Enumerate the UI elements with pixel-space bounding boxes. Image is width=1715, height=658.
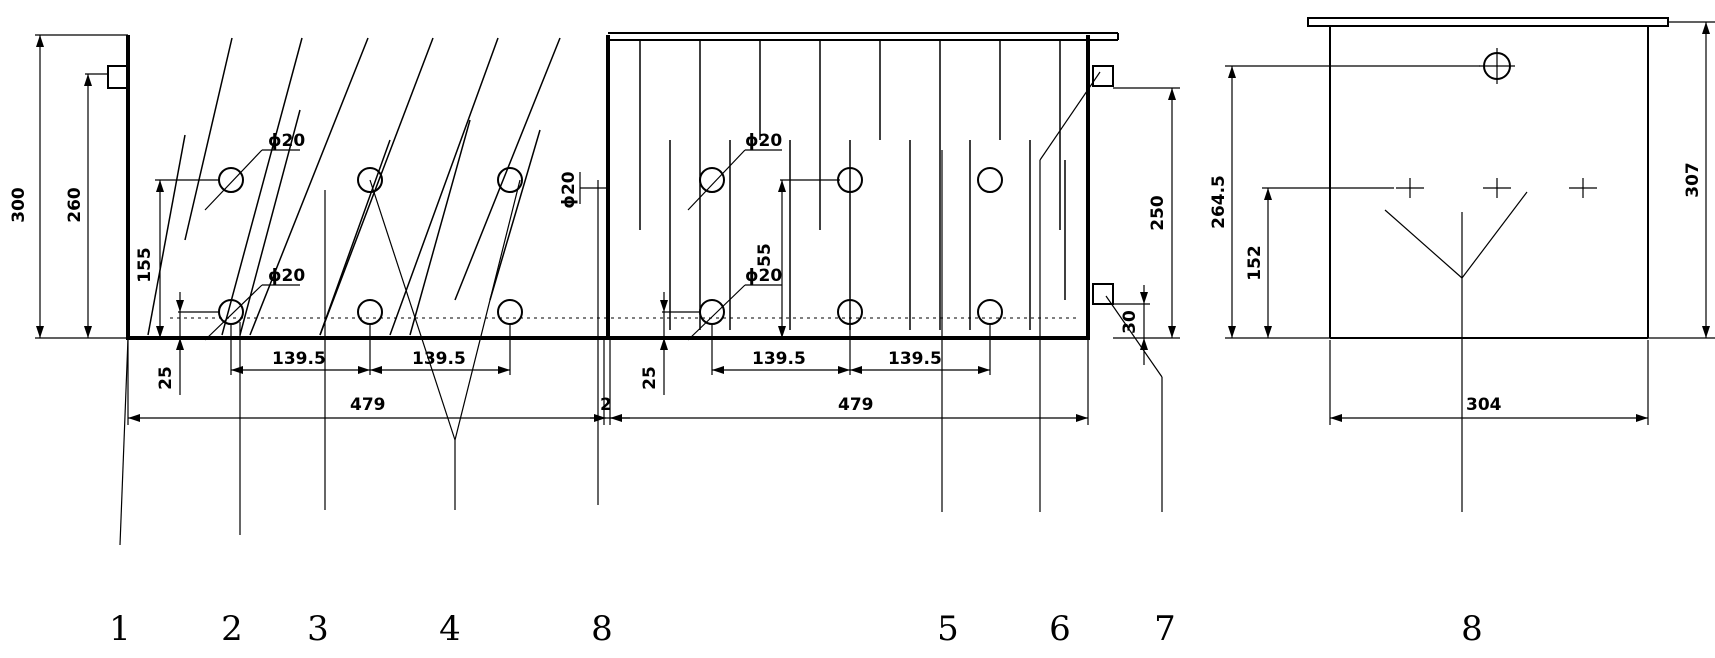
leader-lines (119, 71, 1528, 546)
dim-55: 55 (755, 243, 775, 267)
dim-phi20-b: ϕ20 (268, 266, 305, 286)
dim-250: 250 (1148, 195, 1168, 231)
dimension-lines (35, 34, 1180, 425)
hole-icon (837, 299, 863, 325)
dim-307: 307 (1683, 162, 1703, 198)
dim-139-5-a: 139.5 (272, 349, 326, 369)
dim-304: 304 (1466, 395, 1502, 415)
hole-icon (699, 167, 725, 193)
hole-icon (497, 299, 523, 325)
dim-155: 155 (135, 247, 155, 283)
diagonal-hatch (147, 37, 561, 336)
dim-139-5-b: 139.5 (412, 349, 466, 369)
dim-152: 152 (1245, 245, 1265, 281)
dim-30: 30 (1120, 310, 1140, 334)
callout-8-left: 8 (591, 609, 613, 649)
hole-icon (497, 167, 523, 193)
side-flange (1307, 17, 1669, 27)
hole-icon (977, 167, 1003, 193)
hole-icon (357, 167, 383, 193)
left-holes (218, 167, 523, 325)
dim-25-middle: 25 (640, 366, 660, 390)
right-bracket-bottom (1092, 283, 1114, 305)
right-holes (699, 167, 1003, 325)
hole-icon (357, 299, 383, 325)
callout-7: 7 (1154, 609, 1176, 649)
dim-phi20-e: ϕ20 (745, 266, 782, 286)
callout-4: 4 (439, 609, 461, 649)
dim-phi20-a: ϕ20 (268, 131, 305, 151)
dim-phi20-d: ϕ20 (745, 131, 782, 151)
callout-2: 2 (221, 609, 243, 649)
dim-264-5: 264.5 (1209, 175, 1229, 229)
dimension-labels: 300 260 155 25 ϕ20 ϕ20 139.5 139.5 479 2… (9, 131, 1703, 415)
callout-1: 1 (109, 609, 131, 649)
dim-25-left: 25 (156, 366, 176, 390)
dim-300: 300 (9, 187, 29, 223)
dim-479-right: 479 (838, 395, 874, 415)
dim-479-left: 479 (350, 395, 386, 415)
right-box (606, 32, 1119, 340)
callout-labels: 1 2 3 4 8 5 6 7 8 (109, 609, 1483, 649)
callout-8-right: 8 (1461, 609, 1483, 649)
dim-phi20-c: ϕ20 (559, 171, 579, 208)
left-bracket (107, 65, 129, 89)
hole-icon (218, 167, 244, 193)
callout-3: 3 (307, 609, 329, 649)
dim-260: 260 (65, 187, 85, 223)
hole-icon (977, 299, 1003, 325)
dim-2: 2 (600, 395, 612, 415)
dim-139-5-d: 139.5 (888, 349, 942, 369)
right-bracket-top (1092, 65, 1114, 87)
callout-6: 6 (1049, 609, 1071, 649)
callout-5: 5 (937, 609, 959, 649)
side-view (1225, 17, 1715, 425)
dim-139-5-c: 139.5 (752, 349, 806, 369)
hole-icon (699, 299, 725, 325)
